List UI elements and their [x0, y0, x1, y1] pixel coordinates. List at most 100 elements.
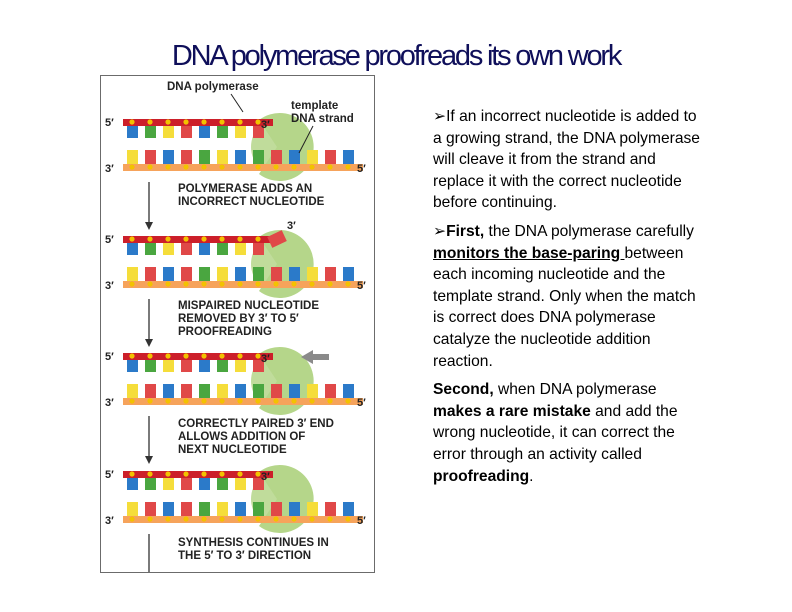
backbone-dot: [165, 281, 171, 287]
nucleotide-base: [181, 360, 192, 372]
template-base: [307, 384, 318, 398]
end-label-3: 3′: [261, 471, 270, 483]
bullet-3-bold-2: makes a rare mistake: [433, 402, 591, 420]
backbone-dot: [183, 516, 189, 522]
backbone-dot: [219, 236, 225, 242]
backbone-dot: [237, 236, 243, 242]
backbone-dot: [183, 164, 189, 170]
template-base: [343, 267, 354, 281]
template-base: [145, 384, 156, 398]
nucleotide-base: [253, 126, 264, 138]
end-label-3: 3′: [287, 220, 296, 232]
nucleotide-base: [199, 126, 210, 138]
template-base: [217, 384, 228, 398]
template-base: [163, 150, 174, 164]
nucleotide-base: [253, 360, 264, 372]
nucleotide-base: [181, 243, 192, 255]
backbone-dot: [237, 164, 243, 170]
nucleotide-base: [199, 360, 210, 372]
proofreading-diagram: 5′3′3′5′5′3′3′5′5′3′3′5′5′3′3′5′ DNA pol…: [100, 75, 375, 573]
template-base: [199, 384, 210, 398]
template-base: [271, 267, 282, 281]
template-base: [163, 267, 174, 281]
backbone-dot: [201, 119, 207, 125]
bullet-3-bold-3: proofreading: [433, 467, 530, 485]
backbone-dot: [345, 516, 351, 522]
backbone-dot: [255, 236, 261, 242]
polymerase-pointer: [230, 93, 244, 113]
end-label-3: 3′: [261, 119, 270, 131]
nucleotide-base: [127, 478, 138, 490]
nucleotide-base: [145, 243, 156, 255]
backbone-dot: [147, 398, 153, 404]
template-base: [289, 267, 300, 281]
nucleotide-base: [217, 243, 228, 255]
template-base: [307, 502, 318, 516]
backbone-dot: [255, 119, 261, 125]
backbone-dot: [255, 281, 261, 287]
backbone-dot: [309, 516, 315, 522]
step-arrow-head-icon: [145, 222, 153, 230]
backbone-dot: [165, 164, 171, 170]
template-base: [145, 502, 156, 516]
backbone-dot: [129, 471, 135, 477]
template-base: [235, 384, 246, 398]
backbone-dot: [255, 353, 261, 359]
backbone-dot: [183, 281, 189, 287]
backbone-dot: [147, 471, 153, 477]
template-base: [253, 267, 264, 281]
template-base: [163, 502, 174, 516]
new-strand-backbone: [123, 119, 273, 126]
backbone-dot: [237, 119, 243, 125]
end-label-3: 3′: [105, 397, 114, 409]
template-base: [307, 150, 318, 164]
removal-arrow-icon: [301, 350, 329, 364]
backbone-dot: [291, 398, 297, 404]
backbone-dot: [201, 281, 207, 287]
backbone-dot: [201, 164, 207, 170]
backbone-dot: [129, 516, 135, 522]
backbone-dot: [219, 398, 225, 404]
bullet-3-text-3: .: [529, 467, 534, 485]
backbone-dot: [291, 281, 297, 287]
backbone-dot: [201, 398, 207, 404]
template-base: [343, 502, 354, 516]
bullet-1-text: If an incorrect nucleotide is added to a…: [433, 108, 700, 212]
template-base: [289, 384, 300, 398]
nucleotide-base: [199, 478, 210, 490]
template-base: [217, 267, 228, 281]
template-base: [325, 502, 336, 516]
template-strand-backbone: [123, 516, 363, 523]
backbone-dot: [237, 471, 243, 477]
backbone-dot: [309, 281, 315, 287]
template-base: [127, 150, 138, 164]
backbone-dot: [201, 236, 207, 242]
template-base: [343, 384, 354, 398]
backbone-dot: [147, 516, 153, 522]
backbone-dot: [345, 398, 351, 404]
backbone-dot: [165, 398, 171, 404]
template-base: [253, 150, 264, 164]
template-base: [181, 502, 192, 516]
backbone-dot: [129, 164, 135, 170]
template-base: [271, 150, 282, 164]
nucleotide-base: [163, 126, 174, 138]
backbone-dot: [255, 398, 261, 404]
end-label-3: 3′: [261, 353, 270, 365]
backbone-dot: [183, 398, 189, 404]
backbone-dot: [327, 281, 333, 287]
backbone-dot: [201, 353, 207, 359]
template-base: [289, 502, 300, 516]
backbone-dot: [129, 281, 135, 287]
step2-line1: MISPAIRED NUCLEOTIDE: [178, 300, 319, 312]
bullet-3-text-2: and add the wrong nucleotide, it can cor…: [433, 402, 678, 463]
nucleotide-base: [235, 243, 246, 255]
template-label-1: template: [291, 100, 338, 112]
step-arrow-head-icon: [145, 339, 153, 347]
mispaired-nucleotide: [267, 230, 287, 248]
bullet-3-bold-1: Second,: [433, 381, 494, 399]
nucleotide-base: [235, 126, 246, 138]
nucleotide-base: [163, 360, 174, 372]
arrow-bullet-icon: ➢: [433, 221, 447, 240]
backbone-dot: [219, 471, 225, 477]
